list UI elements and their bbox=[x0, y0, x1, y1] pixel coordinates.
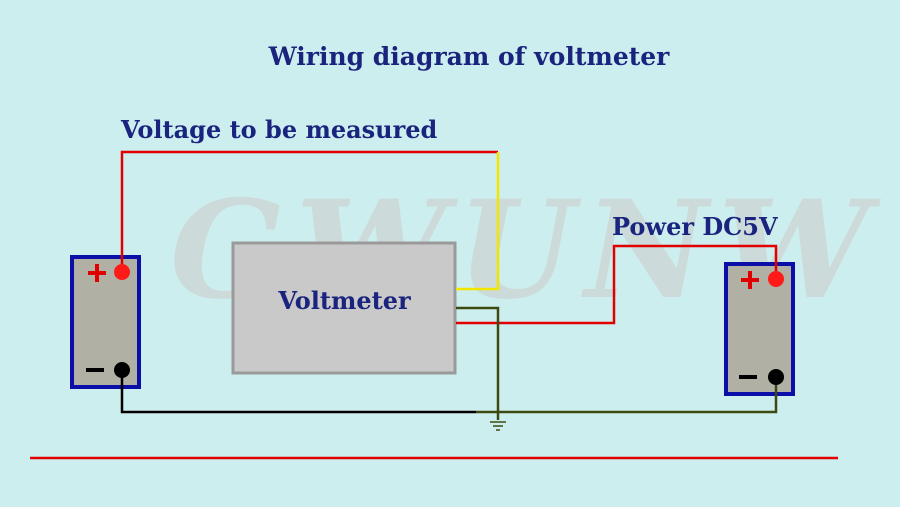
measured-plus-sign bbox=[88, 264, 106, 282]
measured-negative-terminal bbox=[114, 362, 130, 378]
voltmeter-box bbox=[231, 241, 457, 375]
power-plus-sign bbox=[741, 271, 759, 289]
power-negative-wire bbox=[476, 377, 778, 414]
power-negative-terminal bbox=[768, 369, 784, 385]
measured-negative-wire bbox=[120, 370, 476, 414]
voltmeter-ground-wire bbox=[456, 306, 500, 420]
ground-icon bbox=[490, 421, 506, 431]
power-supply-label: Power DC5V bbox=[612, 212, 778, 241]
voltmeter-label: Voltmeter bbox=[278, 286, 411, 315]
power-positive-terminal bbox=[768, 271, 784, 287]
measured-positive-wire bbox=[120, 150, 498, 272]
measured-positive-terminal bbox=[114, 264, 130, 280]
diagram-title: Wiring diagram of voltmeter bbox=[268, 42, 670, 71]
voltage-to-be-measured-label: Voltage to be measured bbox=[121, 115, 438, 144]
measure-input-wire bbox=[456, 152, 500, 291]
power-positive-wire bbox=[456, 244, 778, 325]
